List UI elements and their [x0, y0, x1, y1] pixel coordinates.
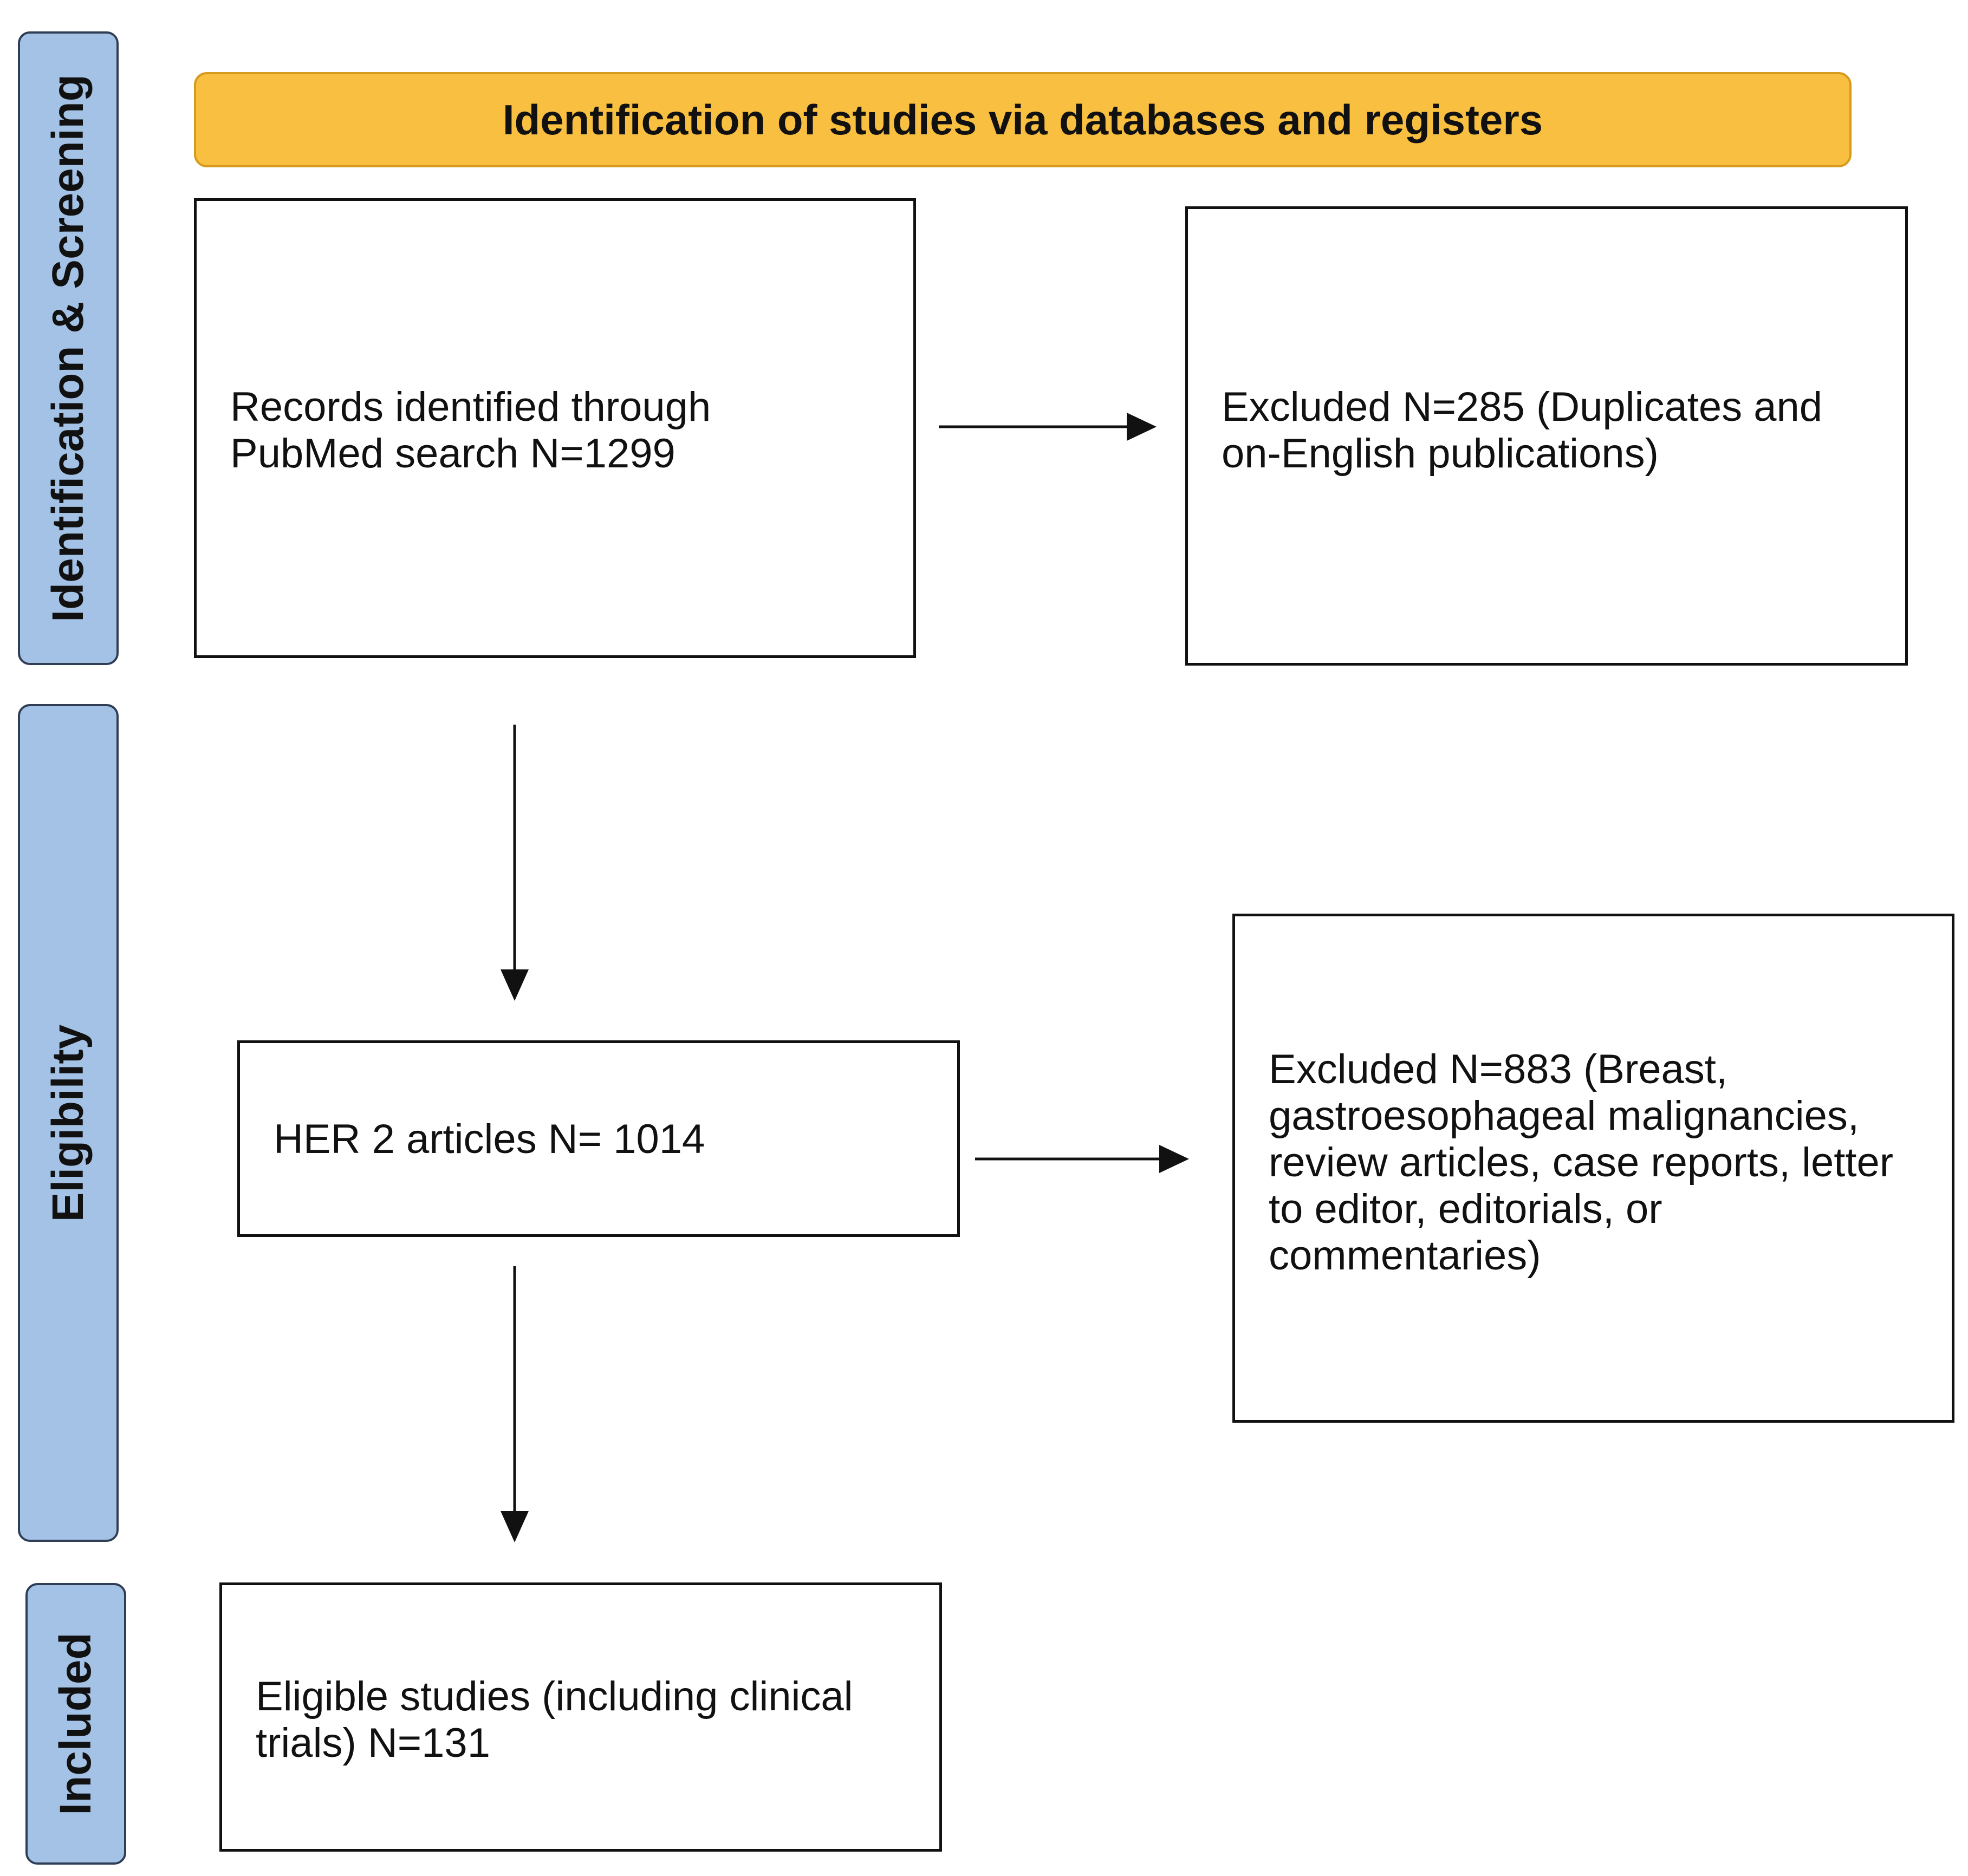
stage-eligibility: Eligibility	[18, 704, 119, 1542]
stage-included: Included	[25, 1583, 126, 1865]
records-identified-box: Records identified through PubMed search…	[194, 198, 916, 658]
eligible-studies-box: Eligible studies (including clinical tri…	[219, 1582, 942, 1852]
arrowhead-records-to-excluded	[1127, 413, 1157, 441]
banner-title: Identification of studies via databases …	[502, 95, 1543, 144]
arrowhead-her2-to-excluded	[1159, 1145, 1189, 1173]
excluded-malignancies-text: Excluded N=883 (Breast, gastroesophageal…	[1269, 1046, 1894, 1279]
her2-articles-box: HER 2 articles N= 1014	[237, 1040, 960, 1237]
arrowhead-her2-to-eligible	[501, 1511, 529, 1542]
arrowhead-records-to-her2	[501, 969, 529, 1001]
excluded-duplicates-box: Excluded N=285 (Duplicates and on-Englis…	[1185, 206, 1908, 666]
identification-banner: Identification of studies via databases …	[194, 72, 1852, 167]
eligible-studies-text: Eligible studies (including clinical tri…	[256, 1673, 853, 1766]
excluded-malignancies-box: Excluded N=883 (Breast, gastroesophageal…	[1232, 914, 1954, 1423]
records-identified-text: Records identified through PubMed search…	[230, 384, 711, 477]
her2-articles-text: HER 2 articles N= 1014	[274, 1116, 705, 1162]
stage-identification-screening: Identification & Screening	[18, 31, 119, 665]
excluded-duplicates-text: Excluded N=285 (Duplicates and on-Englis…	[1222, 384, 1823, 477]
